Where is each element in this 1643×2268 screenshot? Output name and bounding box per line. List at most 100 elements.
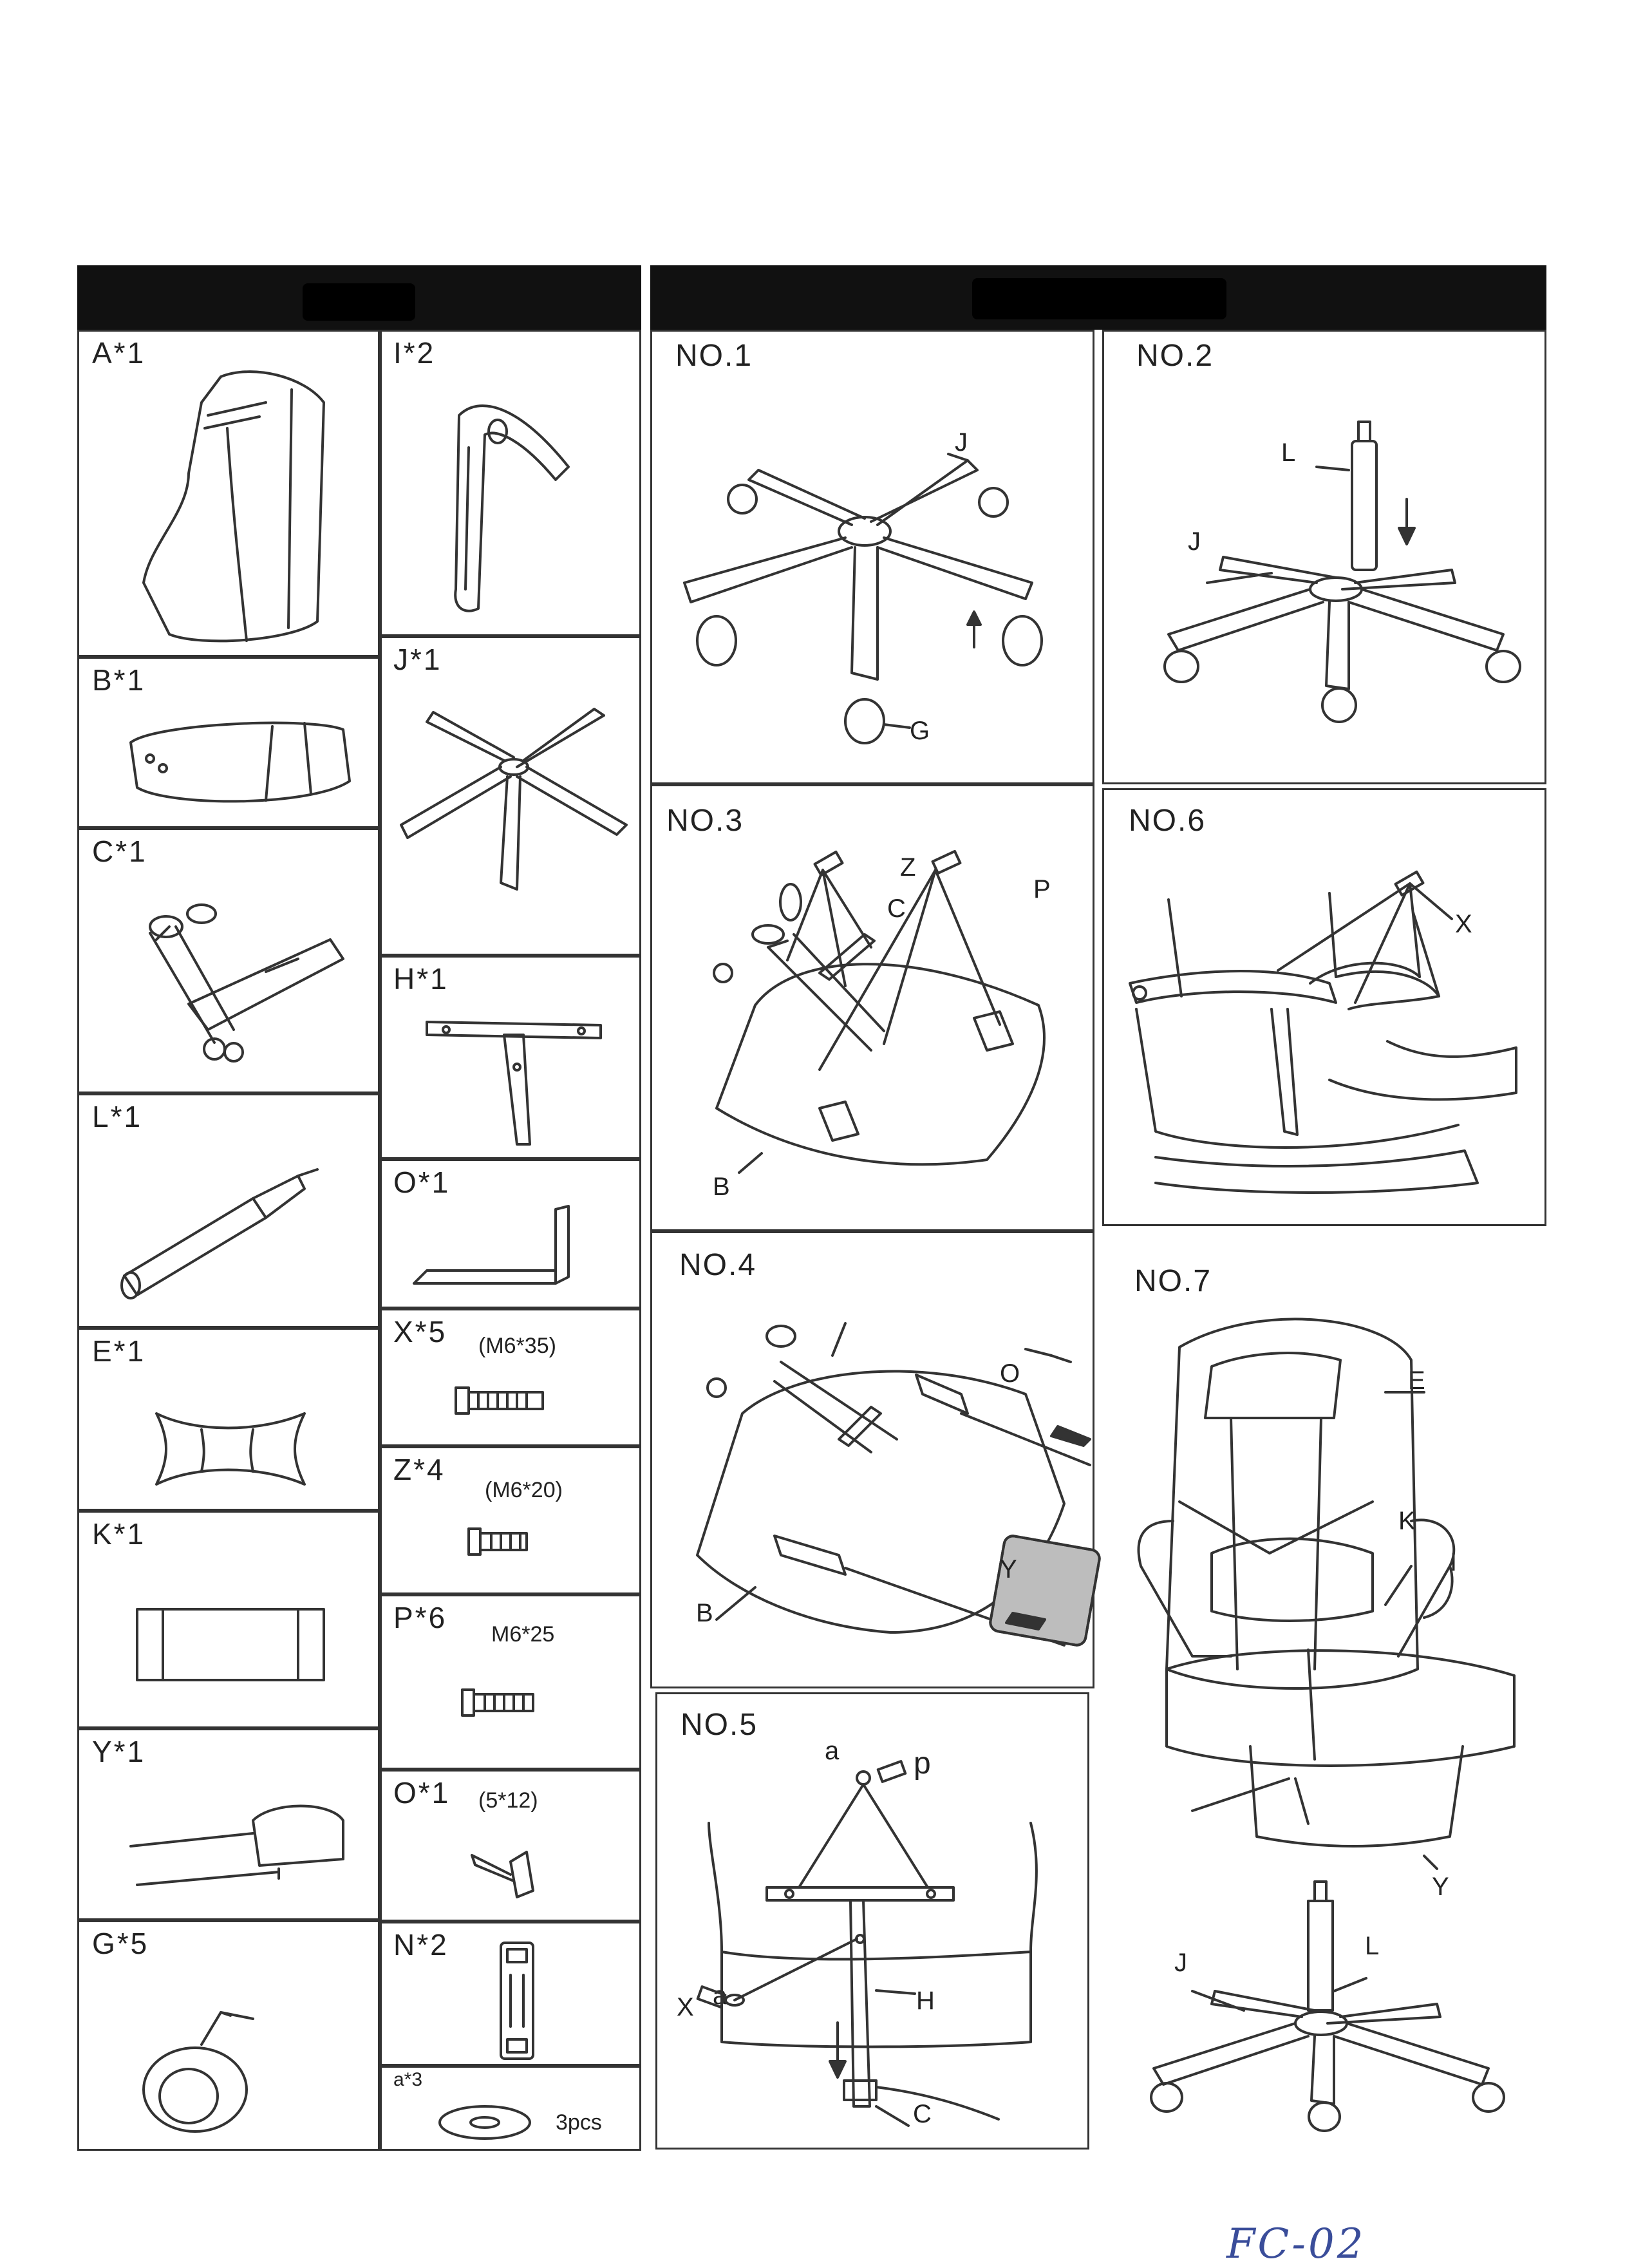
- gas-lift-illustration: [120, 1168, 319, 1299]
- callout-p: P: [1033, 875, 1051, 903]
- callout-c: C: [913, 2100, 932, 2128]
- footrest-slide-in-diagram: [696, 1322, 1101, 1647]
- callout-b: B: [713, 1173, 730, 1201]
- part-label: H*1: [393, 962, 449, 996]
- callout-g: G: [910, 717, 930, 745]
- step-title: NO.4: [679, 1248, 757, 1282]
- armrest-install-diagram: [1129, 870, 1517, 1194]
- step-no5: NO.5 a p X a H C: [655, 1692, 1089, 2150]
- washer-illustration: [438, 2105, 531, 2140]
- gas-lift-into-base-diagram: [1163, 421, 1521, 723]
- step-title: NO.7: [1134, 1264, 1212, 1298]
- part-label: E*1: [92, 1334, 146, 1368]
- part-label: P*6: [393, 1601, 447, 1634]
- part-cell-o-screw: O*1 (5*12): [380, 1770, 641, 1922]
- part-cell-a: A*1: [77, 330, 380, 657]
- bolt-z-illustration: [467, 1527, 528, 1556]
- part-spec: (5*12): [478, 1788, 538, 1813]
- part-label: O*1: [393, 1776, 451, 1810]
- part-cell-b: B*1: [77, 657, 380, 828]
- callout-h: H: [916, 1987, 935, 2015]
- part-label: Z*4: [393, 1453, 446, 1486]
- callout-i: I: [1450, 1548, 1458, 1576]
- assembled-chair-diagram: [1137, 1318, 1516, 2132]
- part-cell-y: Y*1: [77, 1728, 380, 1920]
- seat-cushion-illustration: [129, 721, 351, 803]
- part-cell-n: N*2: [380, 1922, 641, 2066]
- part-cell-x: X*5 (M6*35): [380, 1309, 641, 1446]
- armrest-illustration: [454, 404, 570, 612]
- callout-x: X: [677, 1993, 694, 2021]
- part-label: K*1: [92, 1517, 146, 1551]
- callout-j: J: [1174, 1949, 1187, 1977]
- part-label: A*1: [92, 336, 146, 370]
- model-code-handwritten: FC-02: [1226, 2220, 1366, 2268]
- footrest-illustration: [129, 1804, 344, 1886]
- bolt-x-illustration: [455, 1386, 544, 1415]
- callout-j: J: [955, 428, 968, 457]
- step-title: NO.6: [1129, 804, 1206, 838]
- step-title: NO.5: [681, 1708, 758, 1742]
- part-label: N*2: [393, 1928, 449, 1961]
- part-cell-o: O*1: [380, 1159, 641, 1309]
- part-cell-a-washer: a*3 3pcs: [380, 2066, 641, 2151]
- callout-y: Y: [1000, 1555, 1017, 1583]
- base-illustration: [400, 708, 628, 891]
- callout-j: J: [1188, 527, 1201, 556]
- part-cell-e: E*1: [77, 1328, 380, 1511]
- part-cell-l: L*1: [77, 1093, 380, 1328]
- clip-illustration: [500, 1942, 534, 2060]
- part-cell-p: P*6 M6*25: [380, 1594, 641, 1770]
- step-title: NO.1: [675, 339, 753, 373]
- callout-o: O: [1000, 1359, 1020, 1388]
- steps-header-redaction: [972, 278, 1226, 319]
- callout-y: Y: [1432, 1873, 1449, 1901]
- part-spec: (M6*35): [478, 1334, 556, 1358]
- mechanism-illustration: [149, 903, 344, 1063]
- step-no2: NO.2 L J: [1102, 330, 1546, 784]
- allen-key-illustration: [413, 1205, 570, 1285]
- screw-illustration: [471, 1851, 534, 1898]
- part-cell-j: J*1: [380, 636, 641, 956]
- callout-a-top: a: [825, 1737, 840, 1765]
- part-label: a*3: [393, 2069, 423, 2090]
- lumbar-pillow-illustration: [136, 1608, 325, 1681]
- part-label: J*1: [393, 643, 442, 676]
- bolt-p-illustration: [461, 1688, 534, 1717]
- step-no4: NO.4 O B Y: [650, 1231, 1101, 1688]
- callout-z: Z: [900, 853, 916, 882]
- step-title: NO.2: [1136, 339, 1214, 373]
- part-label: X*5: [393, 1315, 447, 1348]
- part-cell-i: I*2: [380, 330, 641, 636]
- step-no6: NO.6 X: [1102, 788, 1546, 1226]
- callout-p: p: [914, 1746, 931, 1781]
- part-cell-c: C*1: [77, 828, 380, 1093]
- step-no7: NO.7 E K I Y L J: [1102, 1231, 1546, 2151]
- part-label: G*5: [92, 1927, 149, 1960]
- part-label: L*1: [92, 1100, 143, 1133]
- callout-x: X: [1455, 910, 1472, 938]
- step-no3: NO.3 Z P C B: [650, 784, 1094, 1231]
- step-no1: NO.1 J G: [650, 330, 1094, 784]
- t-bracket-install-diagram: [696, 1760, 1038, 2127]
- callout-l: L: [1281, 439, 1296, 467]
- part-cell-z: Z*4 (M6*20): [380, 1446, 641, 1594]
- caster-illustration: [142, 2011, 254, 2133]
- part-cell-h: H*1: [380, 956, 641, 1159]
- base-with-casters-diagram: [683, 453, 1043, 744]
- part-spec: M6*25: [491, 1622, 555, 1647]
- part-spec: (M6*20): [485, 1478, 563, 1502]
- part-spec: 3pcs: [556, 2110, 602, 2135]
- part-label: B*1: [92, 663, 146, 697]
- backrest-illustration: [142, 370, 325, 643]
- callout-l: L: [1365, 1932, 1380, 1960]
- mechanism-to-seat-diagram: [713, 849, 1046, 1174]
- callout-c: C: [887, 894, 906, 923]
- part-label: O*1: [393, 1166, 451, 1199]
- parts-list-header-redaction: [303, 283, 415, 321]
- callout-b: B: [696, 1599, 713, 1627]
- part-label: C*1: [92, 835, 147, 868]
- t-bracket-illustration: [426, 1021, 602, 1146]
- part-cell-k: K*1: [77, 1511, 380, 1728]
- part-label: I*2: [393, 336, 436, 370]
